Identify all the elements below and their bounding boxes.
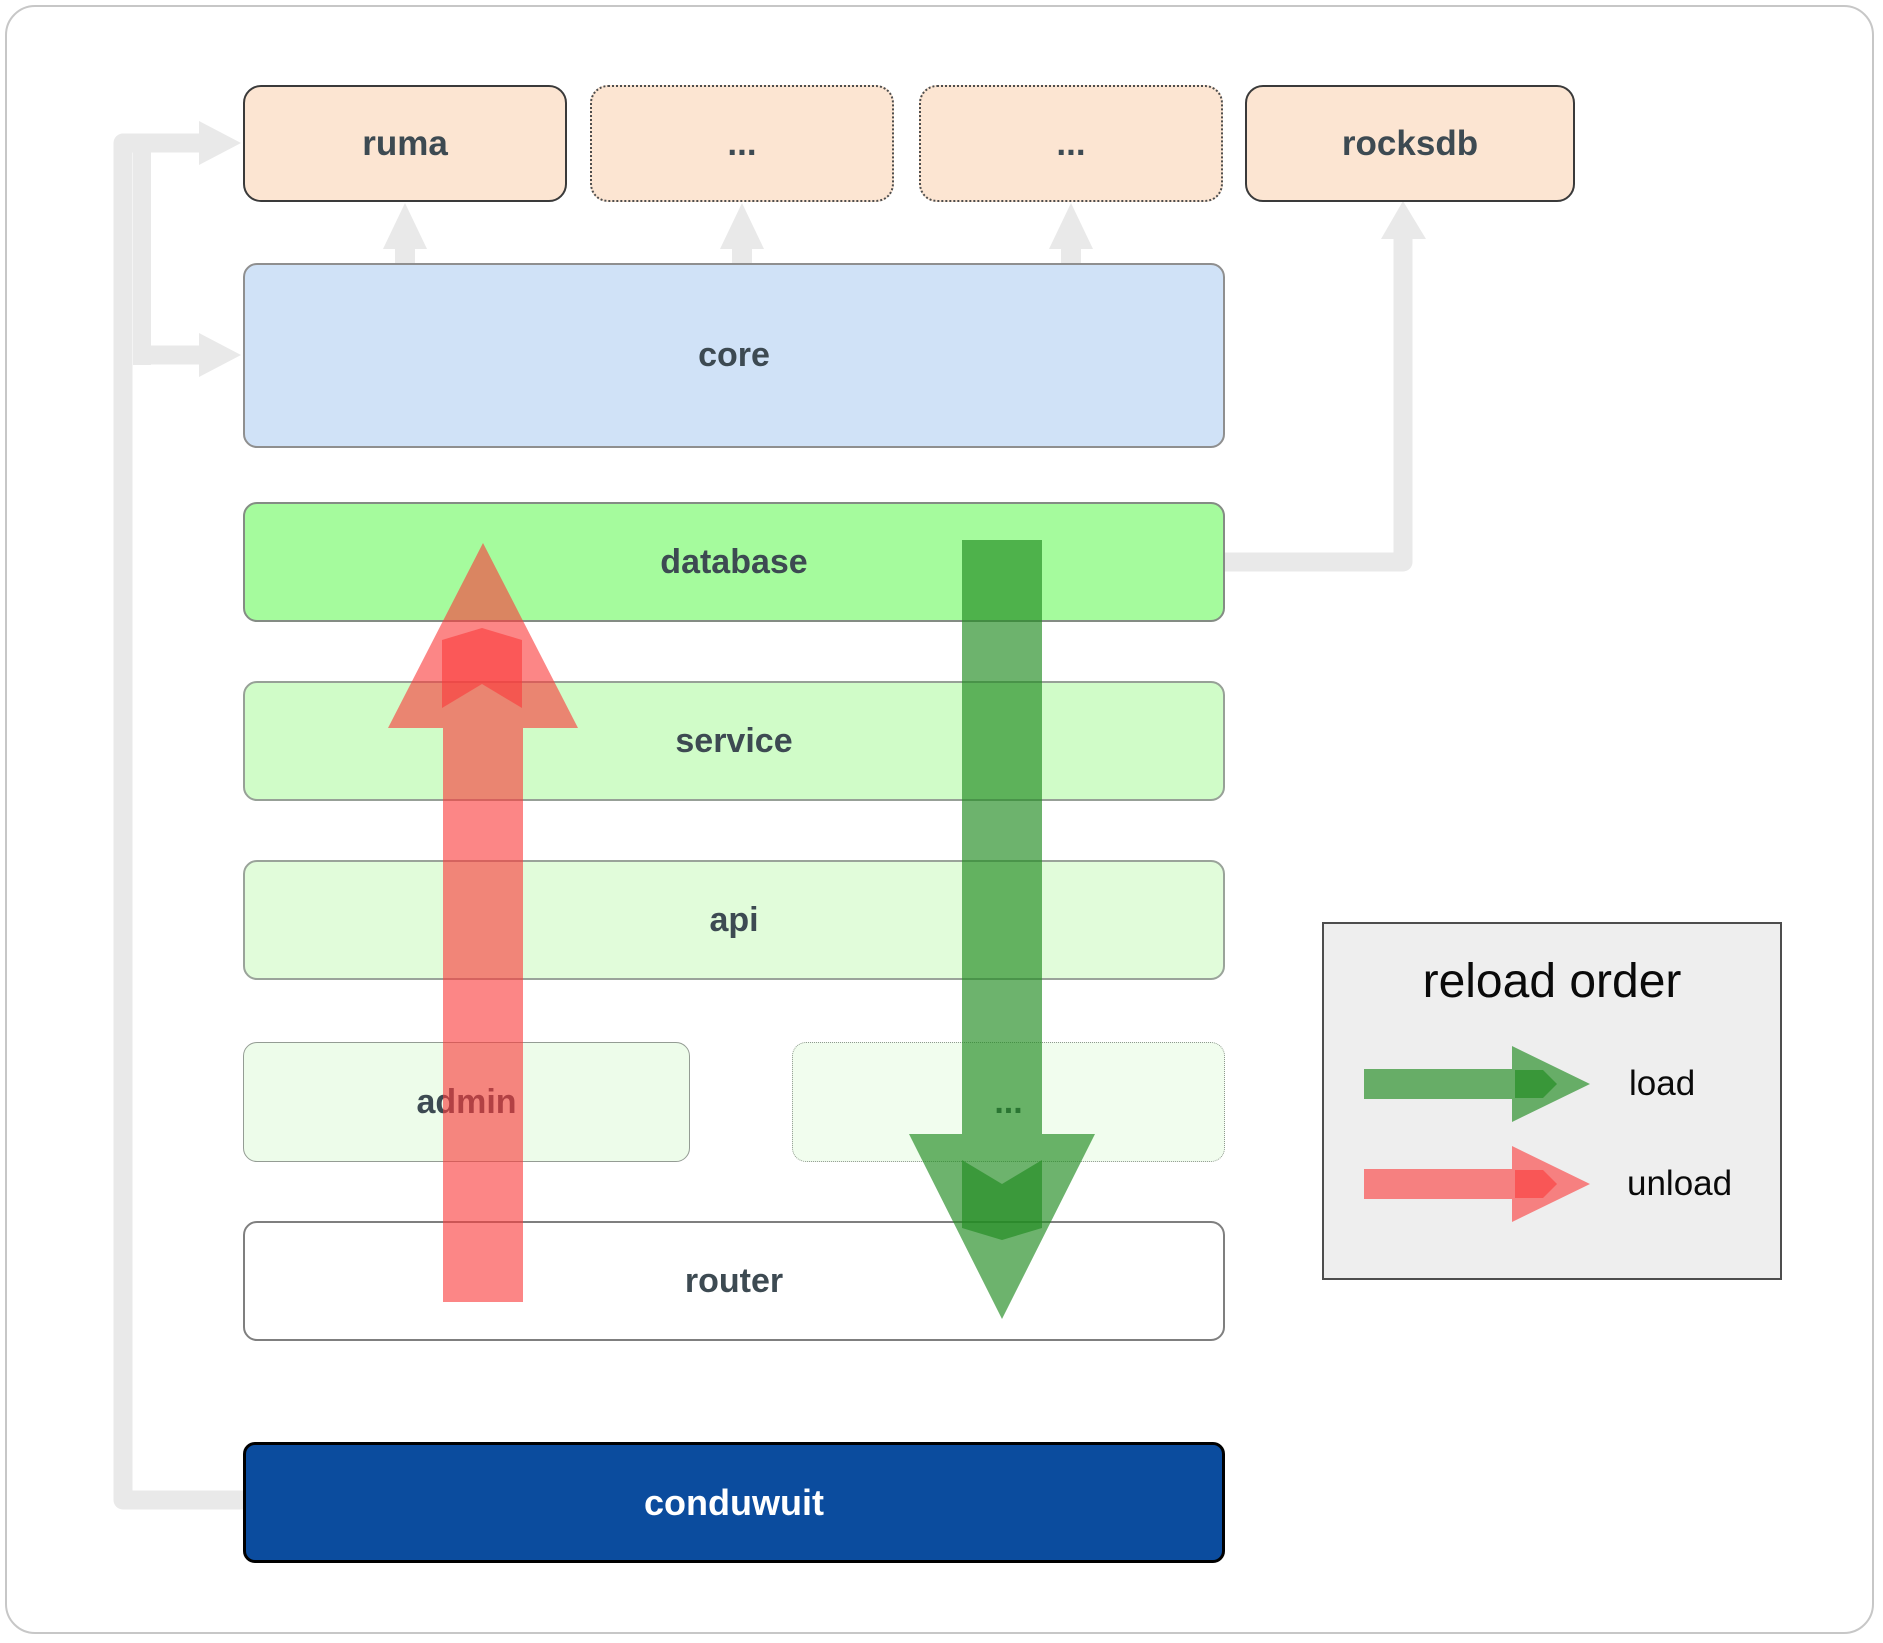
box-ruma: ruma xyxy=(243,85,567,202)
box-conduwuit-label: conduwuit xyxy=(644,1481,824,1523)
legend-load-arrow-outer xyxy=(1364,1046,1590,1122)
box-database-label: database xyxy=(660,542,808,581)
box-admin-label: admin xyxy=(416,1082,517,1121)
box-api: api xyxy=(243,860,1225,980)
box-conduwuit: conduwuit xyxy=(243,1442,1225,1563)
box-rocksdb-label: rocksdb xyxy=(1341,123,1479,163)
box-ellipsis-services: ... xyxy=(792,1042,1225,1162)
box-ellipsis-top-2-label: ... xyxy=(1056,123,1086,163)
box-ellipsis-services-label: ... xyxy=(994,1082,1023,1121)
legend-unload-arrow-inner xyxy=(1515,1170,1557,1198)
box-database: database xyxy=(243,502,1225,622)
legend-unload-arrow xyxy=(1364,1146,1590,1222)
box-core-label: core xyxy=(698,336,770,374)
outer-frame xyxy=(5,5,1874,1634)
box-router-label: router xyxy=(684,1261,784,1300)
box-api-label: api xyxy=(709,900,759,939)
legend-title: reload order xyxy=(1422,955,1682,1008)
box-router: router xyxy=(243,1221,1225,1341)
box-rocksdb: rocksdb xyxy=(1245,85,1575,202)
box-core: core xyxy=(243,263,1225,448)
box-ellipsis-top-2: ... xyxy=(919,85,1223,202)
box-ellipsis-top-1: ... xyxy=(590,85,894,202)
legend-unload-label: unload xyxy=(1627,1164,1733,1203)
box-service: service xyxy=(243,681,1225,801)
box-admin: admin xyxy=(243,1042,690,1162)
legend-load-arrow-inner xyxy=(1515,1070,1557,1098)
box-ellipsis-top-1-label: ... xyxy=(727,123,757,163)
legend-unload-arrow-outer xyxy=(1364,1146,1590,1222)
legend-load-arrow xyxy=(1364,1046,1590,1122)
box-service-label: service xyxy=(675,721,793,760)
box-ruma-label: ruma xyxy=(362,123,448,163)
legend-reload-order: reload order load unload xyxy=(1322,922,1782,1280)
legend-load-label: load xyxy=(1629,1064,1696,1103)
